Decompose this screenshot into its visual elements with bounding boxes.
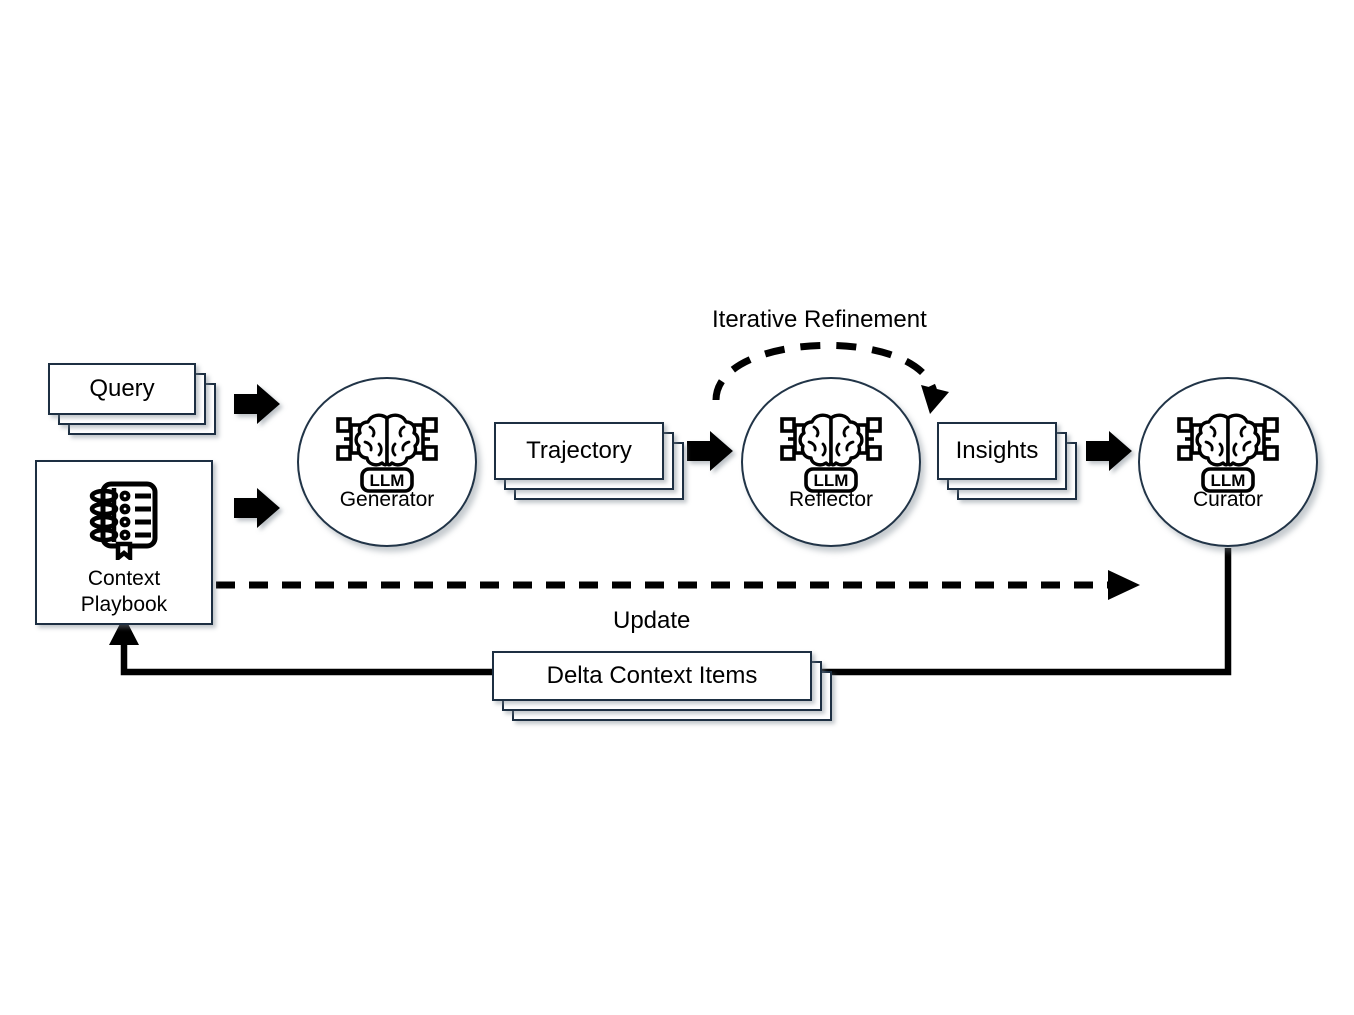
svg-text:LLM: LLM (1211, 471, 1246, 490)
llm-brain-icon: LLM (334, 411, 440, 500)
context-playbook-label: Context Playbook (80, 567, 168, 616)
llm-brain-icon: LLM (1175, 411, 1281, 500)
context-playbook-box[interactable]: Context Playbook (35, 460, 213, 625)
query-label: Query (89, 375, 155, 402)
svg-text:LLM: LLM (370, 471, 405, 490)
query-card-stack[interactable]: Query (48, 363, 216, 435)
node-curator[interactable]: LLM Curator (1138, 377, 1318, 547)
insights-card-layer-1: Insights (937, 422, 1057, 480)
node-generator-label: Generator (339, 488, 435, 511)
delta-context-items-card-stack[interactable]: Delta Context Items (492, 651, 832, 721)
trajectory-card-layer-1: Trajectory (494, 422, 664, 480)
node-reflector-label: Reflector (788, 488, 874, 511)
arrow-playbook-to-generator (234, 488, 280, 528)
svg-text:LLM: LLM (814, 471, 849, 490)
update-label: Update (613, 607, 691, 634)
insights-label: Insights (955, 437, 1039, 464)
trajectory-label: Trajectory (526, 437, 632, 464)
node-curator-label: Curator (1192, 488, 1264, 511)
query-card-layer-1: Query (48, 363, 196, 415)
llm-brain-icon: LLM (778, 411, 884, 500)
delta-card-layer-1: Delta Context Items (492, 651, 812, 701)
notebook-icon (81, 474, 167, 565)
iterative-refinement-label: Iterative Refinement (712, 306, 927, 333)
delta-context-items-label: Delta Context Items (546, 662, 758, 689)
arrow-trajectory-to-reflector (687, 431, 733, 471)
insights-card-stack[interactable]: Insights (937, 422, 1077, 500)
node-reflector[interactable]: LLM Reflector (741, 377, 921, 547)
update-dashed-arrow (216, 570, 1140, 600)
arrow-insights-to-curator (1086, 431, 1132, 471)
arrow-query-to-generator (234, 384, 280, 424)
node-generator[interactable]: LLM Generator (297, 377, 477, 547)
trajectory-card-stack[interactable]: Trajectory (494, 422, 684, 500)
